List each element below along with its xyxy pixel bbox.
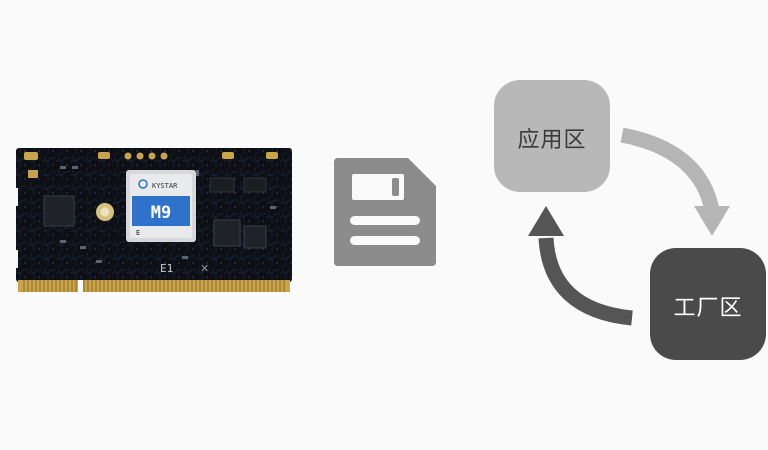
chip-variant: E (136, 229, 140, 237)
chip-model: M9 (151, 203, 171, 223)
app-zone-label: 应用区 (517, 128, 587, 153)
floppy-disk-icon (334, 158, 436, 266)
soc-chip: KYSTAR M9 E (126, 170, 196, 242)
ic-left (43, 195, 75, 227)
edge-connector (18, 280, 290, 292)
factory-zone-box (650, 248, 766, 360)
arrow-app-to-factory (620, 127, 730, 236)
recycle-icon: ✕ (200, 262, 209, 275)
header-pads (24, 152, 278, 160)
arrow-factory-to-app (528, 206, 633, 326)
board-marking: E1 (160, 262, 173, 275)
app-zone-box (494, 80, 610, 192)
ic-right (213, 219, 241, 247)
chip-brand: KYSTAR (152, 182, 178, 190)
factory-zone-label: 工厂区 (673, 296, 743, 321)
ic-small (243, 225, 267, 249)
core-board: KYSTAR M9 E E1 ✕ (12, 148, 292, 292)
